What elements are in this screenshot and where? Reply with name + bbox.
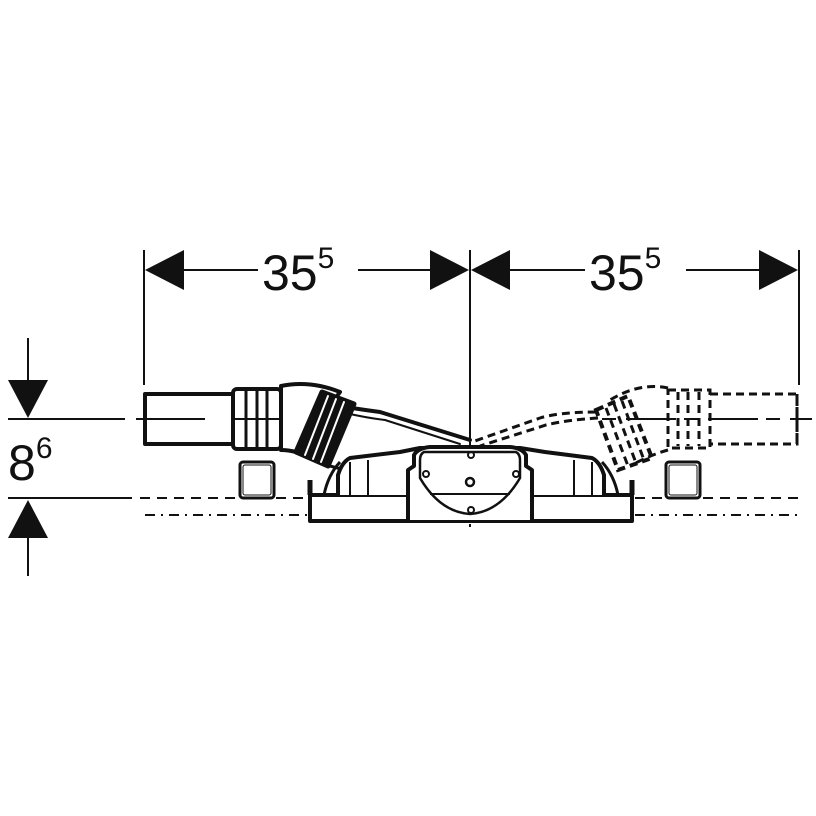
arrow-down-icon: [8, 380, 48, 418]
right-outlet-pipe: [666, 388, 799, 450]
left-pipe-elbow: [279, 382, 472, 472]
dimension-height-value: 86: [8, 432, 53, 491]
arrow-up-icon: [8, 500, 48, 538]
arrow-left-icon: [471, 250, 510, 290]
right-support-block: [664, 460, 702, 500]
dimension-left-value: 355: [262, 242, 334, 301]
arrow-right-icon: [759, 250, 798, 290]
dimension-right-width: 355: [471, 242, 800, 385]
dimension-height: 86: [8, 338, 132, 576]
floor-lines: [140, 497, 800, 516]
dimension-right-value: 355: [589, 242, 661, 301]
dimension-left-width: 355: [143, 242, 471, 500]
arrow-left-icon: [145, 250, 184, 290]
arrow-right-icon: [430, 250, 469, 290]
left-support-block: [238, 460, 276, 500]
left-outlet-pipe: [143, 387, 283, 451]
drain-body: [307, 445, 635, 523]
right-pipe-elbow: [471, 385, 669, 473]
